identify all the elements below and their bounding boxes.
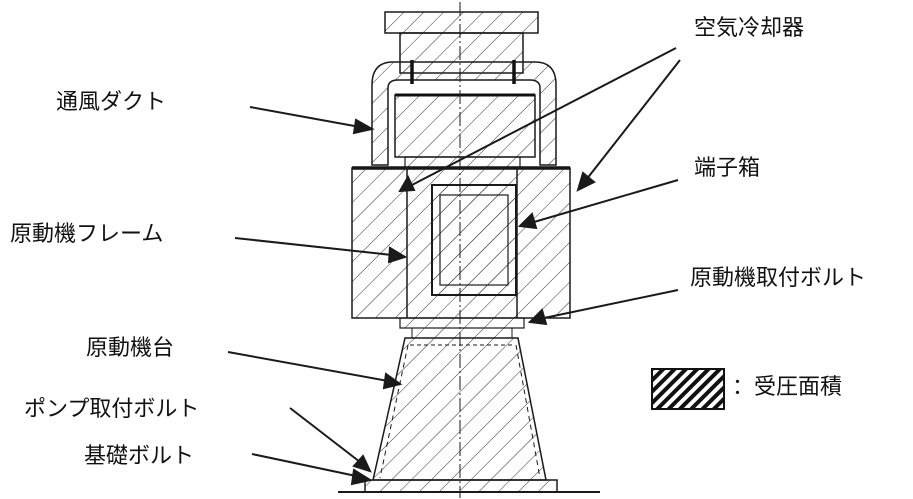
motor-flange (399, 317, 525, 329)
ventilation-duct-hood (371, 61, 557, 166)
label-ventilation-duct: 通風ダクト (56, 90, 167, 115)
terminal-box-outer (431, 184, 517, 296)
legend-hatch-swatch (651, 368, 725, 410)
top-cap (384, 11, 539, 34)
terminal-box-inner (439, 194, 509, 286)
label-motor-frame: 原動機フレーム (10, 222, 164, 247)
label-air-cooler: 空気冷却器 (694, 16, 805, 41)
base-plate (364, 479, 558, 493)
label-terminal-box: 端子箱 (694, 156, 761, 181)
label-motor-base: 原動機台 (86, 336, 175, 361)
label-motor-mount-bolt: 原動機取付ボルト (690, 266, 867, 291)
label-pump-mount-bolt: ポンプ取付ボルト (24, 397, 200, 422)
leader-lines (227, 47, 681, 486)
label-foundation-bolt: 基礎ボルト (84, 444, 195, 469)
duct-inner-box (394, 94, 536, 158)
legend-label: ：受圧面積 (732, 375, 843, 400)
